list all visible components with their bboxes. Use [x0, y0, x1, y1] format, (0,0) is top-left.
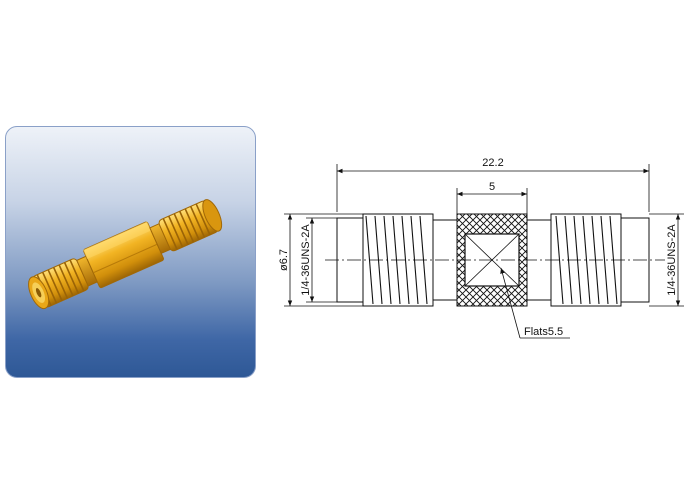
left-thread-label: 1/4-36UNS-2A	[300, 224, 312, 296]
adapter-photo-illustration	[28, 199, 223, 310]
product-photo-panel	[5, 126, 256, 378]
technical-drawing: 22.2 5 ø6.7	[278, 157, 684, 339]
hex-length-dimension: 5	[456, 181, 528, 214]
right-thread-dimension: 1/4-36UNS-2A	[649, 213, 684, 307]
hex-length-label: 5	[489, 181, 495, 193]
left-thread-dimension: 1/4-36UNS-2A	[300, 217, 337, 303]
right-thread-label: 1/4-36UNS-2A	[666, 224, 678, 296]
overall-length-dimension: 22.2	[336, 157, 650, 212]
flats-callout: Flats5.5	[500, 267, 570, 339]
diameter-dimension: ø6.7	[278, 213, 363, 307]
flats-label: Flats5.5	[524, 326, 563, 338]
overall-length-label: 22.2	[482, 157, 503, 169]
diameter-label: ø6.7	[278, 249, 290, 271]
